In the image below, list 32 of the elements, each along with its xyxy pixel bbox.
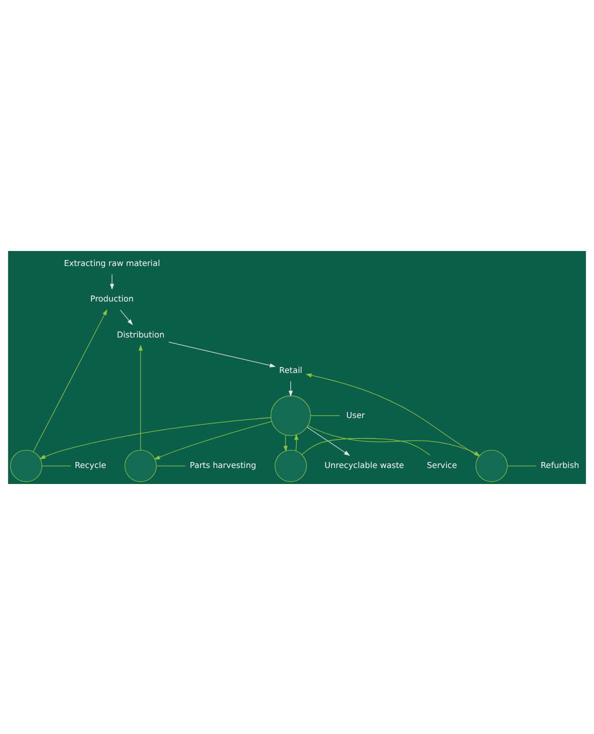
connector xyxy=(156,465,186,466)
node-circle xyxy=(10,449,42,482)
arrow xyxy=(294,433,298,451)
node-text: Distribution xyxy=(116,328,164,339)
node-text: Retail xyxy=(279,364,302,374)
node-text: Unrecyclable waste xyxy=(324,460,404,470)
arrow xyxy=(288,380,293,396)
node-circle xyxy=(124,449,157,482)
node-text: Service xyxy=(426,460,458,470)
arrow xyxy=(39,416,272,459)
arrow xyxy=(283,434,288,452)
connector xyxy=(507,465,537,466)
node-circle xyxy=(270,395,311,436)
arrow xyxy=(154,420,272,460)
connector xyxy=(310,414,340,416)
arrow xyxy=(32,308,108,452)
connector xyxy=(42,465,72,466)
node-text: Production xyxy=(90,293,134,304)
node-text: Recycle xyxy=(74,460,106,470)
node-text: Parts harvesting xyxy=(190,460,256,470)
node-text: User xyxy=(346,409,365,420)
arrow xyxy=(110,274,114,290)
node-circle xyxy=(476,449,508,482)
arrow xyxy=(306,372,479,456)
arrow xyxy=(120,309,133,325)
node-circle xyxy=(274,449,307,482)
node-text: Extracting raw material xyxy=(64,258,160,268)
node-text: Refurbish xyxy=(540,460,580,470)
connector xyxy=(302,438,430,456)
arrow xyxy=(168,341,276,367)
arrow xyxy=(138,344,143,450)
arrow xyxy=(306,426,350,456)
